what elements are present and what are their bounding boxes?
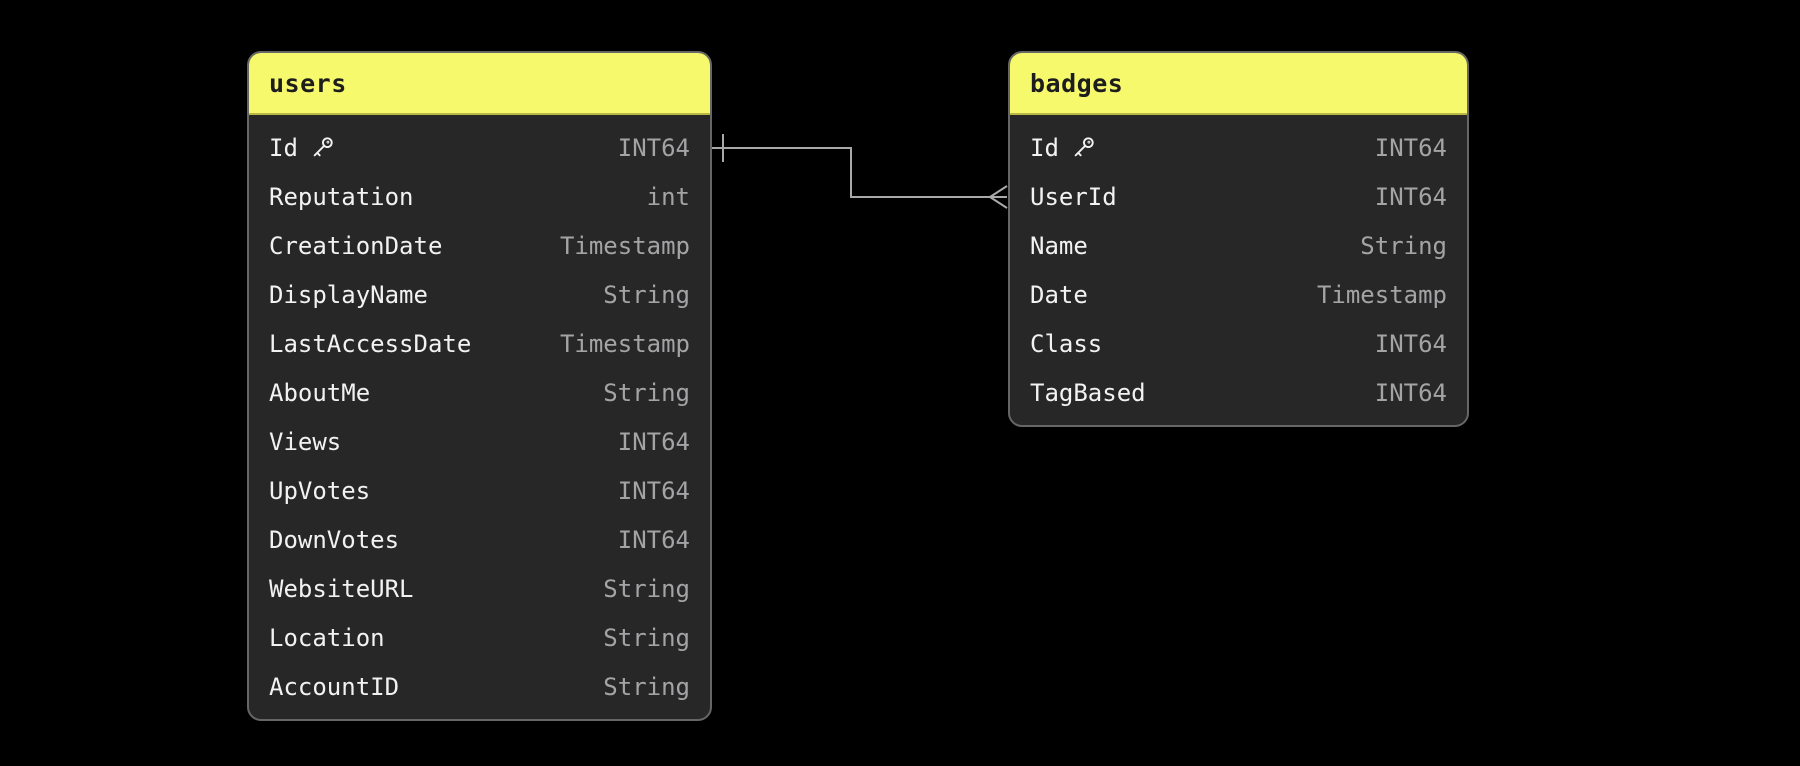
field-name: WebsiteURL <box>269 574 414 603</box>
field-name: AboutMe <box>269 378 371 407</box>
field-row[interactable]: UserId INT64 <box>1010 172 1467 221</box>
field-name: AccountID <box>269 672 400 701</box>
field-type: INT64 <box>617 427 690 456</box>
field-type: String <box>1360 231 1447 260</box>
table-badges[interactable]: badges Id INT64 UserId INT64 Name String… <box>1008 51 1469 427</box>
table-users-fields: Id INT64 Reputation int CreationDate Tim… <box>249 115 710 719</box>
field-name: DisplayName <box>269 280 428 309</box>
field-row[interactable]: Class INT64 <box>1010 319 1467 368</box>
field-name: Id <box>269 133 298 162</box>
field-type: INT64 <box>617 133 690 162</box>
field-row[interactable]: Reputation int <box>249 172 710 221</box>
field-type: Timestamp <box>1316 280 1447 309</box>
relationship-line-users-badges[interactable] <box>712 134 1008 209</box>
table-users[interactable]: users Id INT64 Reputation int CreationDa… <box>247 51 712 721</box>
field-type: String <box>603 574 690 603</box>
field-type: int <box>646 182 690 211</box>
relationship-line[interactable] <box>712 147 990 198</box>
field-row[interactable]: WebsiteURL String <box>249 564 710 613</box>
field-type: String <box>603 672 690 701</box>
field-type: INT64 <box>617 525 690 554</box>
field-name: DownVotes <box>269 525 400 554</box>
field-type: INT64 <box>1374 182 1447 211</box>
field-name: UserId <box>1030 182 1117 211</box>
table-title: badges <box>1030 68 1124 98</box>
field-name: Name <box>1030 231 1088 260</box>
primary-key-icon <box>1070 134 1097 161</box>
field-row[interactable]: LastAccessDate Timestamp <box>249 319 710 368</box>
field-type: Timestamp <box>559 231 690 260</box>
field-type: INT64 <box>617 476 690 505</box>
field-name: TagBased <box>1030 378 1146 407</box>
field-type: Timestamp <box>559 329 690 358</box>
table-badges-fields: Id INT64 UserId INT64 Name String Date T… <box>1010 115 1467 425</box>
many-cardinality-marker <box>989 185 1008 209</box>
field-row[interactable]: TagBased INT64 <box>1010 368 1467 417</box>
field-row[interactable]: CreationDate Timestamp <box>249 221 710 270</box>
field-name: LastAccessDate <box>269 329 472 358</box>
field-name: Views <box>269 427 342 456</box>
field-type: String <box>603 378 690 407</box>
field-type: INT64 <box>1374 133 1447 162</box>
field-row[interactable]: Name String <box>1010 221 1467 270</box>
field-name: Id <box>1030 133 1059 162</box>
field-type: String <box>603 623 690 652</box>
field-row[interactable]: DownVotes INT64 <box>249 515 710 564</box>
field-row[interactable]: UpVotes INT64 <box>249 466 710 515</box>
field-name: UpVotes <box>269 476 371 505</box>
table-title: users <box>269 68 347 98</box>
field-type: String <box>603 280 690 309</box>
field-name: Class <box>1030 329 1103 358</box>
field-name: Reputation <box>269 182 414 211</box>
field-row[interactable]: Location String <box>249 613 710 662</box>
field-name: Date <box>1030 280 1088 309</box>
table-users-header[interactable]: users <box>249 53 710 115</box>
table-badges-header[interactable]: badges <box>1010 53 1467 115</box>
field-type: INT64 <box>1374 329 1447 358</box>
field-name: CreationDate <box>269 231 443 260</box>
field-row[interactable]: Id INT64 <box>249 123 710 172</box>
field-row[interactable]: AboutMe String <box>249 368 710 417</box>
field-row[interactable]: AccountID String <box>249 662 710 711</box>
field-row[interactable]: Views INT64 <box>249 417 710 466</box>
field-row[interactable]: Id INT64 <box>1010 123 1467 172</box>
field-row[interactable]: DisplayName String <box>249 270 710 319</box>
field-row[interactable]: Date Timestamp <box>1010 270 1467 319</box>
field-name: Location <box>269 623 385 652</box>
field-type: INT64 <box>1374 378 1447 407</box>
primary-key-icon <box>309 134 336 161</box>
